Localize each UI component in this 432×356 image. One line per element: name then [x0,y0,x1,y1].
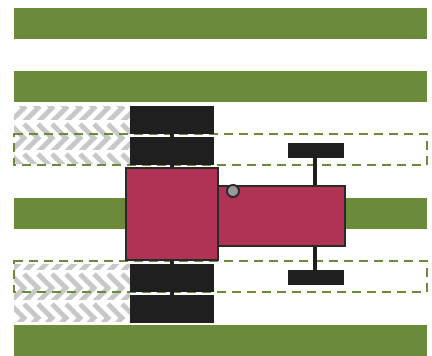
crop-row [14,71,427,102]
rear-tire [130,264,214,292]
crop-row [14,8,427,39]
hitch-point [227,185,239,197]
front-tire [288,143,344,158]
tractor [126,106,345,323]
crop-row [14,325,427,356]
rear-tire [130,295,214,323]
front-tire [288,270,344,285]
rear-tire [130,106,214,134]
rear-tire [130,137,214,165]
tractor-cab [126,168,218,260]
